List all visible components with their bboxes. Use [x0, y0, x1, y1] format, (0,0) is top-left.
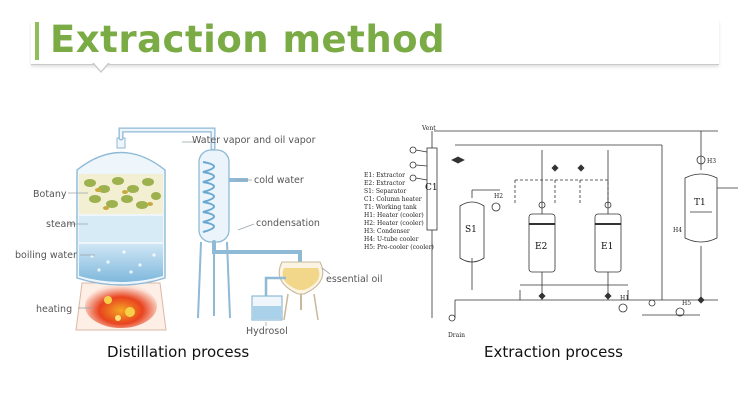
legend-item: H5: Pre-cooler (cooler)	[364, 244, 434, 251]
legend-item: H4: U-tube cooler	[364, 236, 419, 243]
label-boiling-water: boiling water	[15, 250, 77, 261]
furnace	[75, 282, 167, 331]
extraction-caption: Extraction process	[484, 343, 623, 361]
steam-layer	[79, 216, 163, 242]
legend-item: E2: Extractor	[364, 180, 405, 187]
working-tank-t1: T1 H3 H4	[673, 131, 738, 300]
svg-text:H3: H3	[707, 158, 716, 165]
separator-funnel	[264, 261, 324, 321]
label-cold-water: cold water	[254, 175, 304, 186]
label-condensation: condensation	[256, 218, 320, 229]
column-heater-c1: C1	[409, 131, 438, 318]
label-botany: Botany	[33, 189, 67, 200]
extractor-e1: E1	[594, 150, 622, 300]
valve-icons	[451, 156, 705, 304]
still-vessel	[76, 137, 166, 286]
precooler-h5-icon	[675, 307, 685, 317]
title-accent-bar	[35, 22, 39, 60]
fire-icon	[85, 284, 157, 328]
label-essential-oil: essential oil	[326, 274, 383, 285]
condenser-coil	[197, 149, 248, 319]
legend-item: C1: Column heater	[364, 196, 422, 203]
boiling-water-layer	[79, 244, 163, 282]
page-title: Extraction method	[50, 18, 446, 61]
svg-text:H5: H5	[682, 300, 691, 307]
label-steam: steam	[46, 219, 76, 230]
svg-text:Drain: Drain	[448, 332, 465, 339]
title-banner	[31, 20, 719, 65]
drain-icon	[448, 314, 456, 322]
legend-item: H2: Heater (cooler)	[364, 220, 424, 227]
extractor-e2: E2	[528, 150, 556, 300]
svg-text:H4: H4	[673, 227, 682, 234]
legend-item: H3: Condenser	[364, 228, 410, 235]
svg-text:T1: T1	[694, 198, 706, 208]
label-hydrosol: Hydrosol	[246, 326, 288, 337]
extraction-legend: E1: Extractor E2: Extractor S1: Separato…	[364, 172, 434, 251]
distillation-caption: Distillation process	[107, 343, 250, 361]
svg-text:E2: E2	[535, 242, 547, 252]
legend-item: H1: Heater (cooler)	[364, 212, 424, 219]
heater-h1-icon	[618, 303, 628, 313]
hydrosol-beaker	[251, 295, 283, 321]
condensate-pipe	[212, 240, 302, 264]
svg-text:S1: S1	[465, 225, 477, 235]
svg-text:E1: E1	[601, 242, 613, 252]
legend-item: S1: Separator	[364, 188, 406, 195]
pump-h2-icon	[491, 202, 501, 212]
label-heating: heating	[36, 304, 72, 315]
condenser-h3-icon	[696, 155, 706, 165]
distillation-diagram: Water vapor and oil vapor Botany steam b…	[15, 127, 383, 337]
separator-s1: S1 H2	[459, 189, 503, 290]
extraction-diagram: E1: Extractor E2: Extractor S1: Separato…	[364, 125, 738, 339]
legend-item: T1: Working tank	[364, 204, 417, 211]
svg-text:H2: H2	[494, 193, 503, 200]
svg-text:C1: C1	[425, 183, 438, 193]
legend-item: E1: Extractor	[364, 172, 405, 179]
title-pointer-inner	[94, 63, 108, 71]
vent-label: Vent	[421, 125, 436, 132]
label-vapor: Water vapor and oil vapor	[192, 135, 316, 146]
svg-text:H1: H1	[620, 295, 629, 302]
